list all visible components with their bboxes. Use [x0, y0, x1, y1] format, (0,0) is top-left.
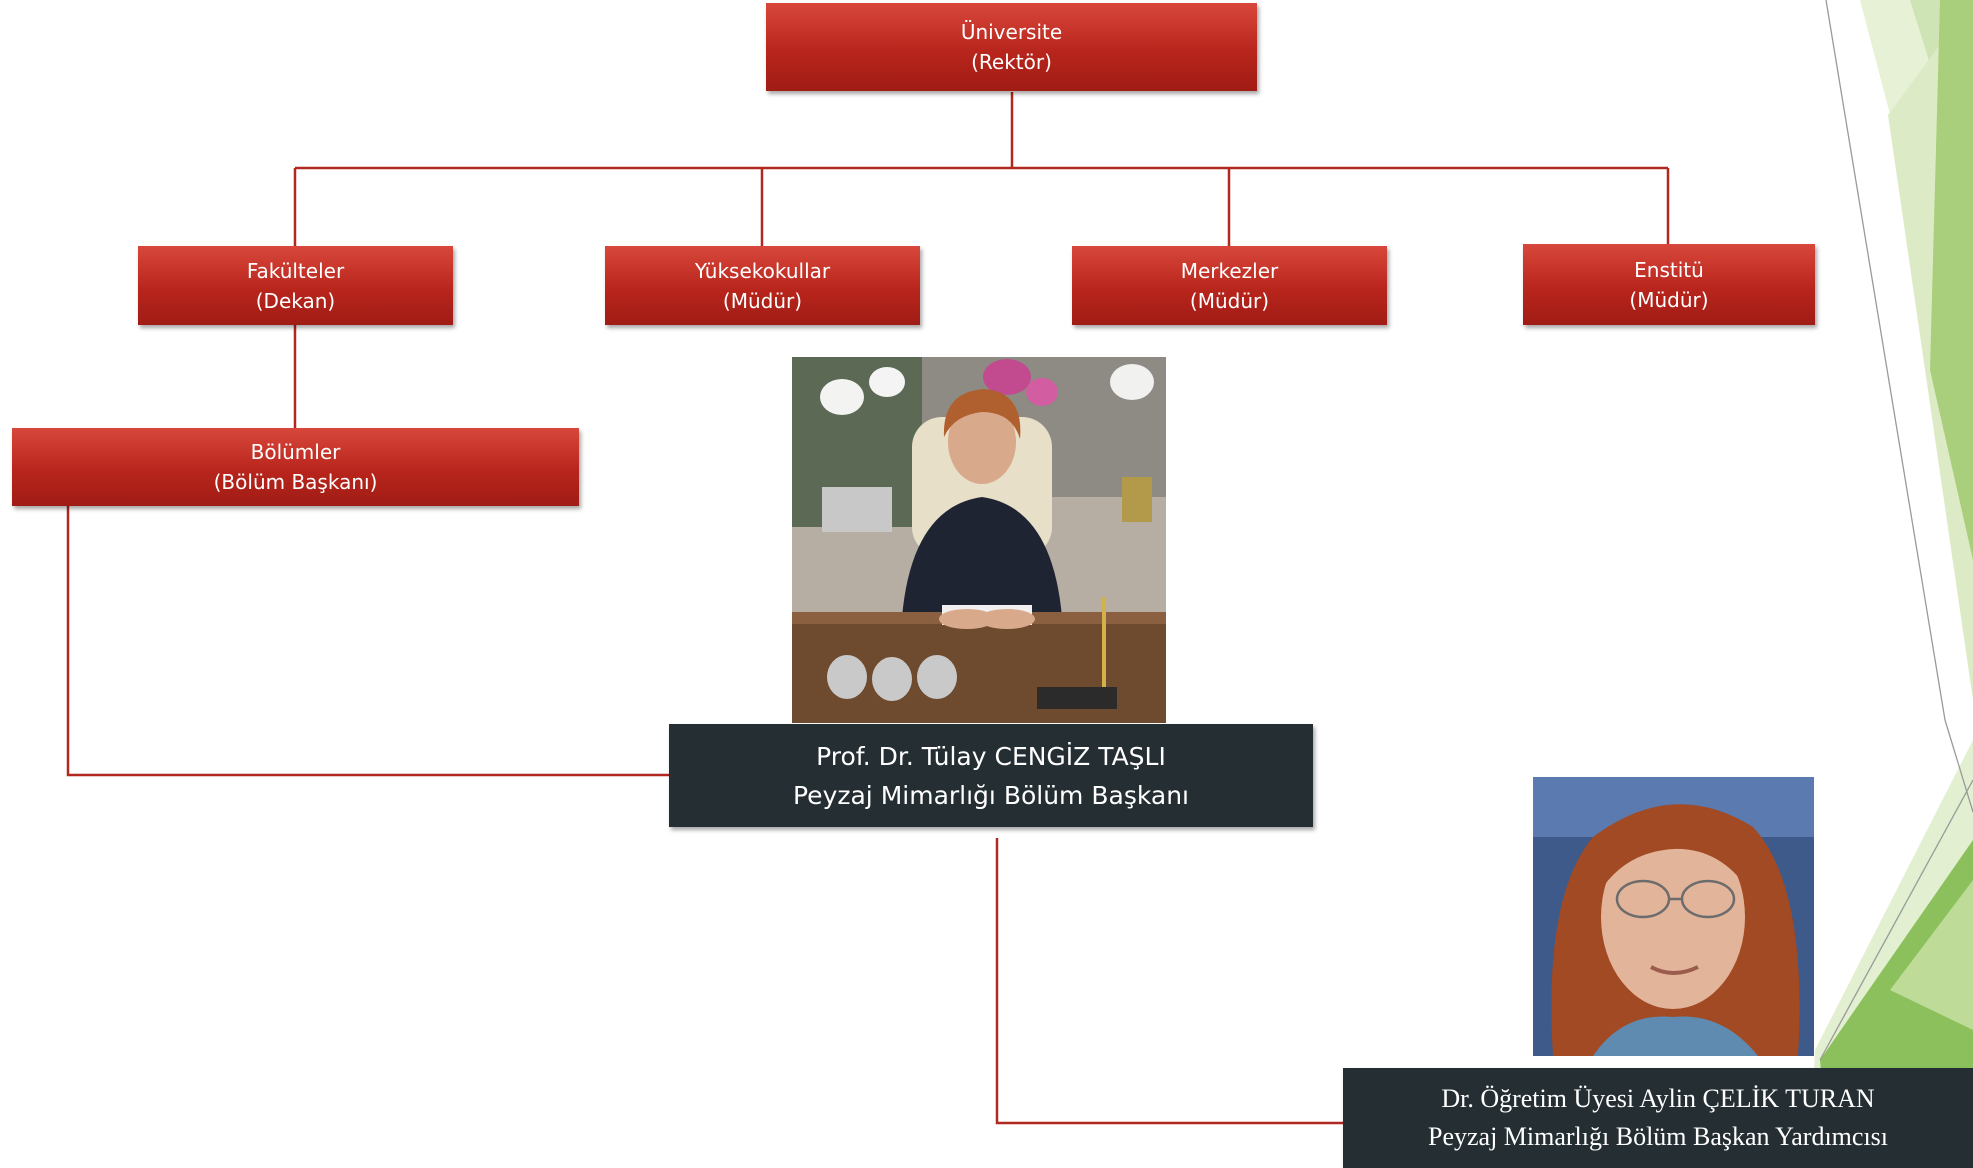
- deputy-head-name: Dr. Öğretim Üyesi Aylin ÇELİK TURAN: [1441, 1084, 1875, 1113]
- department-head-position: Peyzaj Mimarlığı Bölüm Başkanı: [793, 780, 1189, 810]
- university-title: Üniversite: [960, 20, 1063, 44]
- schools-role: (Müdür): [722, 288, 803, 313]
- departments-title: Bölümler: [250, 440, 341, 464]
- deputy-head-position: Peyzaj Mimarlığı Bölüm Başkan Yardımcısı: [1427, 1122, 1889, 1151]
- schools-title: Yüksekokullar: [694, 258, 831, 283]
- centers-title: Merkezler: [1180, 258, 1279, 283]
- institute-title: Enstitü: [1634, 257, 1704, 282]
- centers-role: (Müdür): [1189, 288, 1270, 313]
- departments-role: (Bölüm Başkanı): [213, 470, 378, 494]
- faculties-box: Fakülteler (Dekan): [138, 246, 453, 325]
- deputy-head-card: Dr. Öğretim Üyesi Aylin ÇELİK TURAN Peyz…: [1343, 1068, 1973, 1168]
- institute-role: (Müdür): [1629, 287, 1709, 312]
- institute-box: Enstitü (Müdür): [1523, 244, 1815, 325]
- departments-box: Bölümler (Bölüm Başkanı): [12, 428, 579, 506]
- faculties-role: (Dekan): [255, 288, 336, 313]
- department-head-photo: [792, 357, 1166, 723]
- centers-box: Merkezler (Müdür): [1072, 246, 1387, 325]
- department-head-name: Prof. Dr. Tülay CENGİZ TAŞLI: [816, 741, 1166, 771]
- university-role: (Rektör): [971, 50, 1052, 74]
- schools-box: Yüksekokullar (Müdür): [605, 246, 920, 325]
- department-head-card: Prof. Dr. Tülay CENGİZ TAŞLI Peyzaj Mima…: [669, 724, 1313, 827]
- university-box: Üniversite (Rektör): [766, 3, 1257, 91]
- faculties-title: Fakülteler: [246, 258, 345, 283]
- deputy-head-photo: [1533, 777, 1814, 1056]
